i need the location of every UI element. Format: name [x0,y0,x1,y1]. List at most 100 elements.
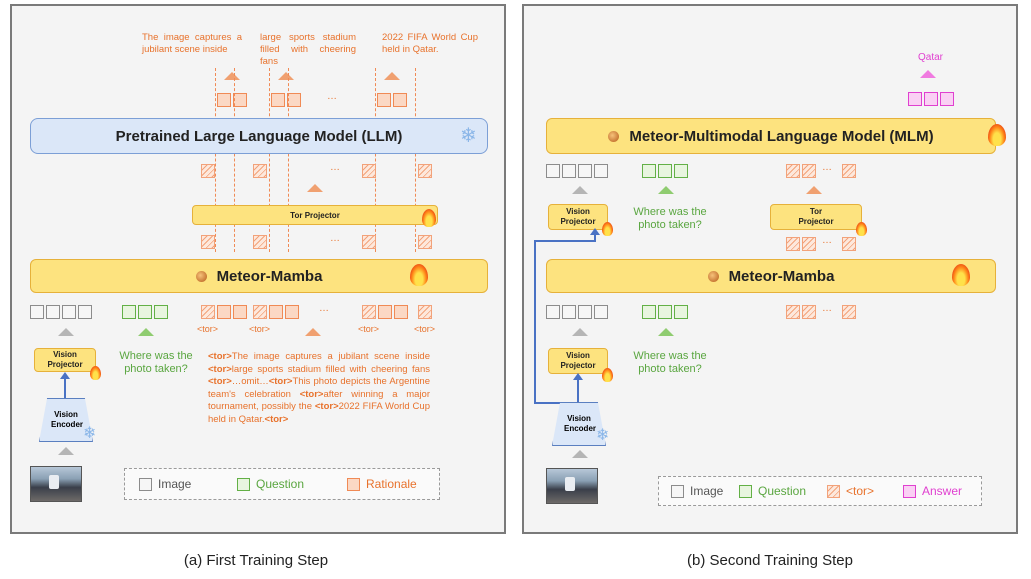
meteor-mamba-box: Meteor-Mamba [546,259,996,293]
encoder-to-projector-arrow [64,377,66,399]
mlm-box: Meteor-Multimodal Language Model (MLM) [546,118,996,154]
tor-token [802,164,816,178]
legend: Image Question <tor> Answer [658,476,982,506]
vision-projector-box: Vision Projector [548,204,608,230]
dashed-line [215,68,216,252]
question-token [138,305,152,319]
connector-line [534,240,596,242]
answer-token [940,92,954,106]
meteor-mamba-label: Meteor-Mamba [728,267,835,285]
mlm-label: Meteor-Multimodal Language Model (MLM) [629,127,934,145]
question-token [674,164,688,178]
up-arrow-icon [920,70,936,78]
image-token [62,305,76,319]
caption-a: (a) First Training Step [183,552,329,569]
up-arrow-icon [658,328,674,336]
ellipsis: … [319,303,329,314]
tor-token [802,305,816,319]
tor-projector-label: Tor Projector [290,210,340,220]
arrow-head-icon [573,373,583,380]
dashed-line [415,68,416,252]
snowflake-icon: ❄ [460,125,477,147]
legend: Image Question Rationale [124,468,440,500]
connector-line [594,232,596,242]
legend-question: Question [237,477,304,491]
up-arrow-icon [138,328,154,336]
answer-token [908,92,922,106]
image-token [78,305,92,319]
flame-icon [856,222,867,236]
output-text-2: large sports stadium filled with cheerin… [260,32,356,67]
ellipsis: … [330,162,340,173]
llm-box: Pretrained Large Language Model (LLM) [30,118,488,154]
vision-encoder-label: Vision Encoder [564,414,597,433]
question-token [674,305,688,319]
rationale-token [233,93,247,107]
snowflake-icon: ❄ [596,427,610,444]
legend-tor: <tor> [827,484,874,498]
dashed-line [269,68,270,252]
rationale-token [377,93,391,107]
rationale-token [217,93,231,107]
flame-icon [410,264,428,286]
tor-token [201,164,215,178]
output-text-1: The image captures a jubilant scene insi… [142,32,242,55]
image-token [546,305,560,319]
up-arrow-icon [305,328,321,336]
legend-answer: Answer [903,484,962,498]
up-arrow-icon [806,186,822,194]
ellipsis: … [327,91,337,102]
dashed-line [375,68,376,252]
tor-token [418,235,432,249]
image-token [546,164,560,178]
up-arrow-icon [224,72,240,80]
vision-projector-label: Vision Projector [47,350,83,369]
vision-encoder-label: Vision Encoder [51,410,84,429]
ellipsis: … [330,233,340,244]
image-token [46,305,60,319]
ellipsis: … [822,235,832,246]
question-token [658,305,672,319]
image-token [30,305,44,319]
up-arrow-icon [307,184,323,192]
tor-token [201,235,215,249]
image-token [562,164,576,178]
question-text: Where was the photo taken? [633,206,707,231]
tor-label: <tor> [358,324,380,334]
tor-token [842,305,856,319]
rationale-token [393,93,407,107]
tor-token [842,164,856,178]
question-token [658,164,672,178]
tor-token [362,164,376,178]
tor-token [786,305,800,319]
rationale-token [217,305,231,319]
dashed-line [234,68,235,252]
flame-icon [952,264,970,286]
rationale-token [378,305,392,319]
up-arrow-icon [58,328,74,336]
question-text: Where was the photo taken? [633,350,707,375]
meteor-mamba-label: Meteor-Mamba [216,267,323,285]
tor-token [786,164,800,178]
image-token [594,305,608,319]
flame-icon [422,209,436,227]
flame-icon [602,368,613,382]
stadium-photo [30,466,82,502]
panel-second-training-step: Qatar Meteor-Multimodal Language Model (… [522,4,1018,534]
tor-token [362,235,376,249]
tor-label: <tor> [249,324,271,334]
question-token [122,305,136,319]
llm-label: Pretrained Large Language Model (LLM) [115,127,403,145]
meteor-icon [707,270,719,282]
up-arrow-icon [572,328,588,336]
image-token [562,305,576,319]
tor-token [253,305,267,319]
flame-icon [90,366,101,380]
question-token [642,164,656,178]
arrow-head-icon [590,228,600,235]
encoder-to-projector-arrow [577,378,579,404]
tor-token [253,235,267,249]
up-arrow-icon [658,186,674,194]
connector-line [534,402,578,404]
vision-projector-box: Vision Projector [548,348,608,374]
